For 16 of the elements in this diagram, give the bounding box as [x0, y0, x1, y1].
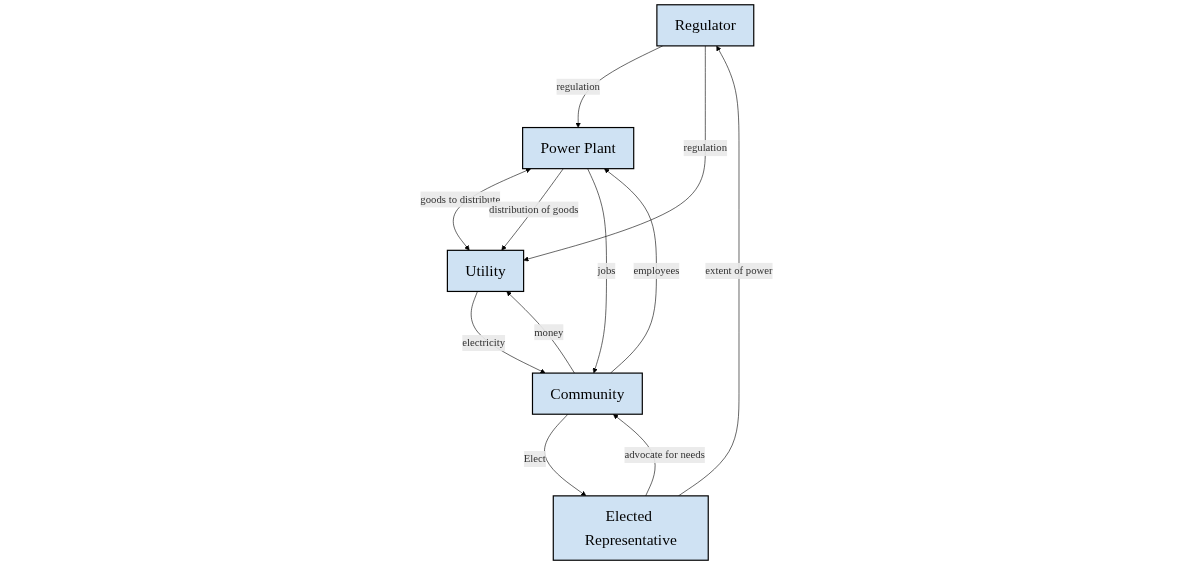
edge-label: jobs: [597, 264, 616, 277]
node-box: Utility: [446, 249, 525, 293]
edge-label: regulation: [556, 80, 600, 93]
edge-label: Elect: [523, 452, 546, 465]
edge-label: electricity: [462, 336, 506, 349]
edge-label: goods to distribute: [420, 193, 501, 206]
node-box: Power Plant: [522, 126, 635, 170]
node-box: Regulator: [656, 4, 755, 47]
edge-label: employees: [633, 264, 680, 277]
node-box: Community: [531, 372, 643, 415]
edge-label: advocate for needs: [624, 448, 705, 461]
edge-label: extent of power: [705, 264, 773, 277]
edge-label: regulation: [683, 141, 728, 154]
node-box: Elected Representative: [552, 495, 709, 561]
edge-label: distribution of goods: [489, 203, 579, 216]
edge-label: money: [534, 326, 564, 338]
